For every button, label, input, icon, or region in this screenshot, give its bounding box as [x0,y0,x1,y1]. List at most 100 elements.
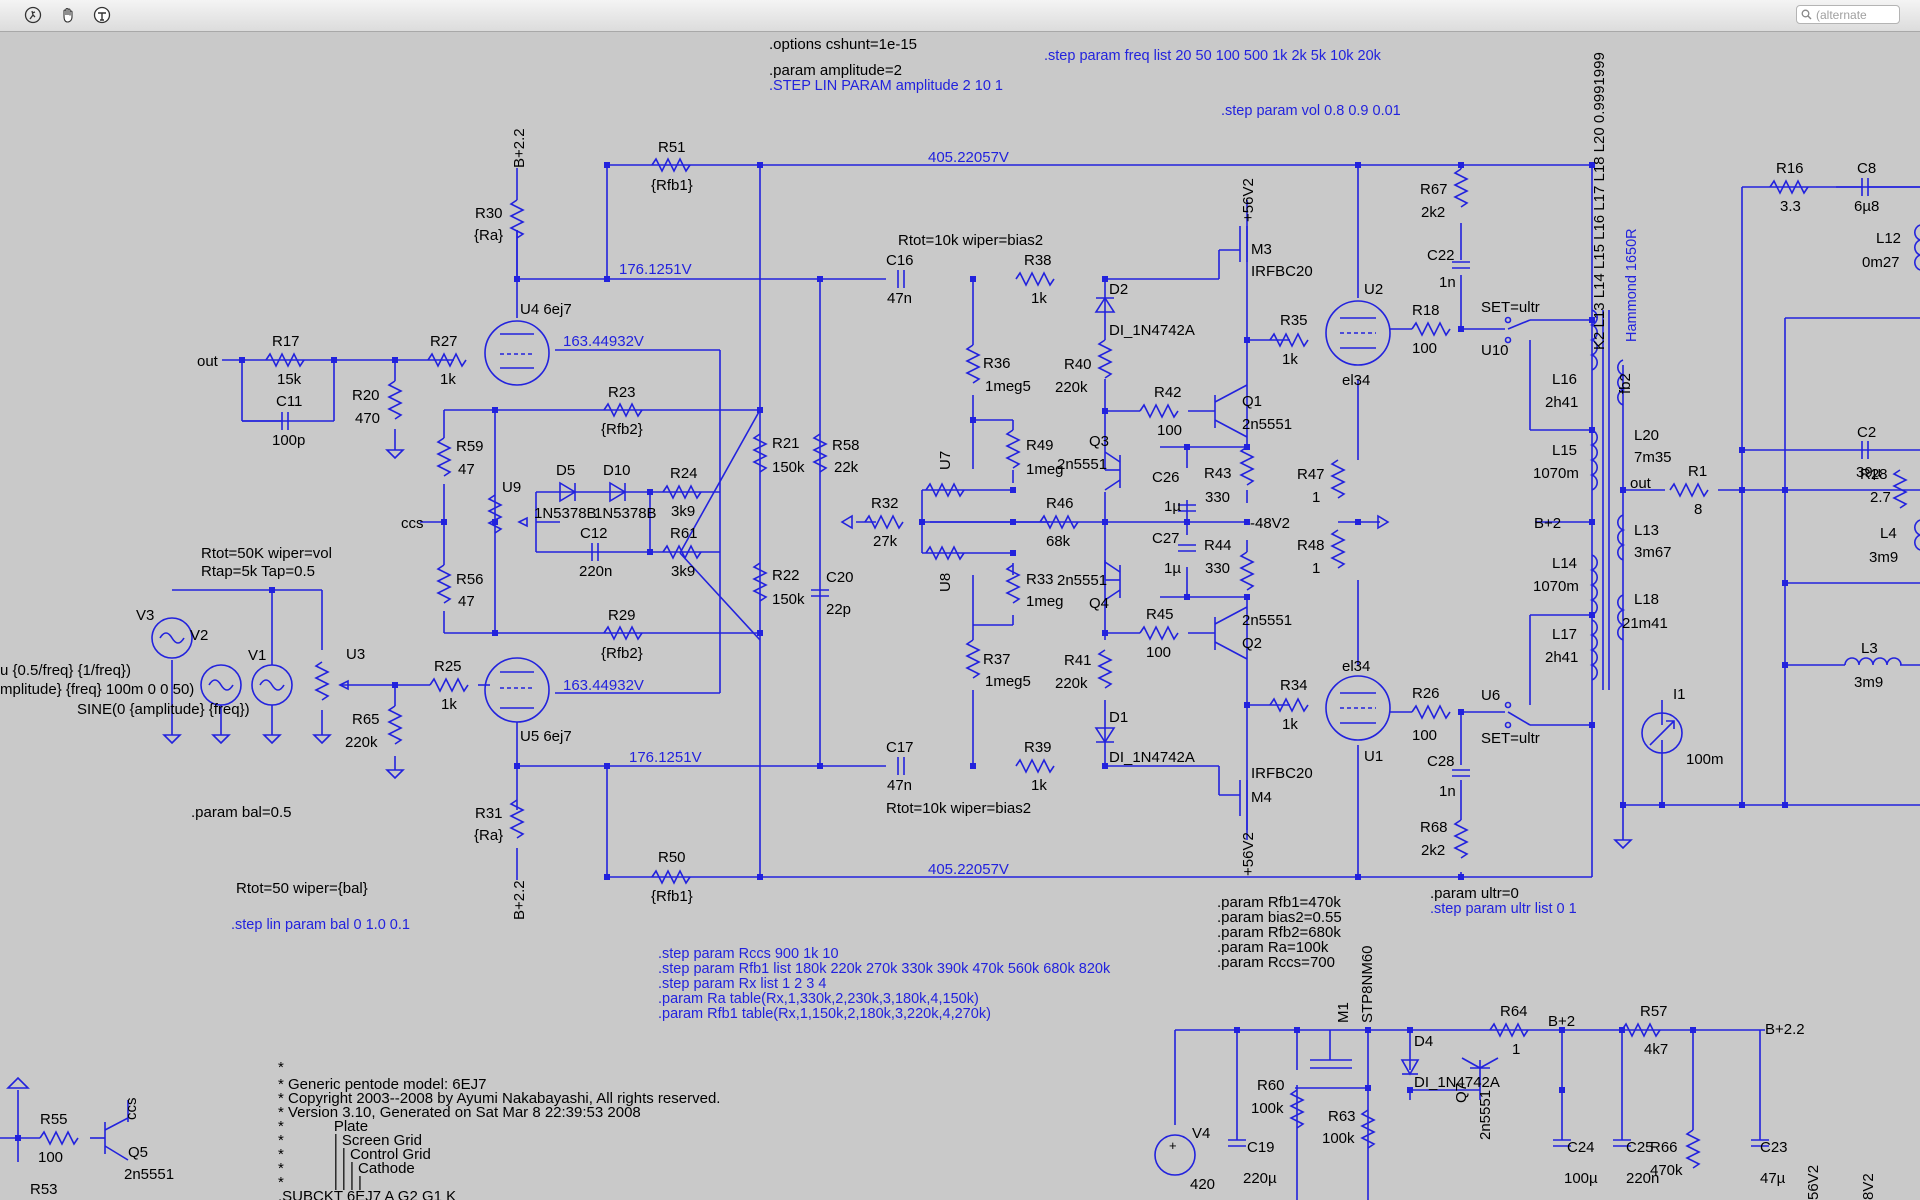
rtot-bias-top[interactable]: Rtot=10k wiper=bias2 [898,232,1043,249]
resistor-r30[interactable]: R30{Ra} [474,199,524,244]
run-icon[interactable] [20,4,46,26]
directive-block-rfb1[interactable]: .step param Rccs 900 1k 10 .step param R… [658,946,1111,1022]
resistor-r1[interactable]: R18 [1669,463,1709,518]
directive-step-freq[interactable]: .step param freq list 20 50 100 500 1k 2… [1044,48,1382,64]
rtot-vol[interactable]: Rtot=50K wiper=vol [201,545,332,562]
tube-u5[interactable]: U5 6ej7 [484,657,572,745]
directive-step-amplitude[interactable]: .STEP LIN PARAM amplitude 2 10 1 [769,78,1003,94]
net-voltage-163-top[interactable]: 163.44932V [563,333,644,350]
resistor-r29[interactable]: R29{Rfb2} [601,607,643,662]
directive-param-bal[interactable]: .param bal=0.5 [191,804,291,821]
schematic-canvas[interactable]: .options cshunt=1e-15 .param amplitude=2… [0,31,1920,1200]
rtap-vol[interactable]: Rtap=5k Tap=0.5 [201,563,315,580]
model-comment-block[interactable]: * * Generic pentode model: 6EJ7 * Copyri… [278,1059,720,1200]
directive-rtot-bal[interactable]: Rtot=50 wiper={bal} [236,880,368,897]
resistor-r23[interactable]: R23{Rfb2} [601,384,643,438]
resistor-r50[interactable]: R50{Rfb1} [651,849,693,905]
net-voltage-405-bottom[interactable]: 405.22057V [928,861,1009,878]
coupling-directive[interactable]: K2 L13 L14 L15 L16 L17 L18 L20 0.9991999 [1591,52,1608,350]
directive-step-bal[interactable]: .step lin param bal 0 1.0 0.1 [231,917,410,933]
directive-block-params[interactable]: .param Rfb1=470k .param bias2=0.55 .para… [1217,894,1342,971]
potentiometer-u3[interactable]: U3 [315,646,365,701]
net-voltage-176-top[interactable]: 176.1251V [619,261,692,278]
rtot-bias-bottom[interactable]: Rtot=10k wiper=bias2 [886,800,1031,817]
net-voltage-176-bottom[interactable]: 176.1251V [629,749,702,766]
pan-hand-icon[interactable] [55,4,81,26]
net-voltage-405-top[interactable]: 405.22057V [928,149,1009,166]
directive-param-amplitude[interactable]: .param amplitude=2 [769,62,902,79]
voltage-source-v2[interactable]: V2 [190,627,242,706]
hammond-label[interactable]: Hammond 1650R [1624,228,1640,342]
probe-icon[interactable] [89,4,115,26]
search-input[interactable]: (alternate [1796,5,1900,24]
net-voltage-163-bottom[interactable]: 163.44932V [563,677,644,694]
resistor-r31[interactable]: R31{Ra} [474,799,524,844]
directive-param-ultr[interactable]: .param ultr=0 [1430,885,1519,902]
directive-step-ultr[interactable]: .step param ultr list 0 1 [1430,901,1577,917]
directive-options[interactable]: .options cshunt=1e-15 [769,36,917,53]
